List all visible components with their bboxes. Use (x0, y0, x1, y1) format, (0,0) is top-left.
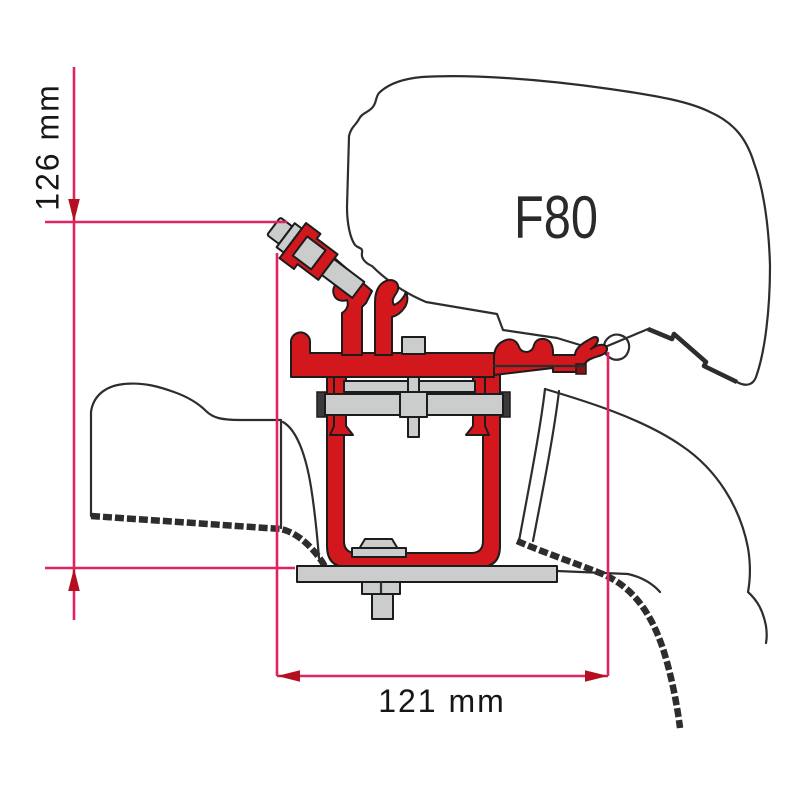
roof-bolt-clamp (266, 217, 366, 299)
awning-case-outline (345, 75, 772, 386)
rod-head (401, 336, 426, 355)
roof-cut-edge-left (90, 512, 330, 571)
arrow-up-icon (68, 568, 80, 591)
van-rear-curve (543, 387, 768, 645)
plate-bolt (361, 580, 401, 620)
rail-hook-finger (374, 279, 409, 356)
bottom-clamp-plate (351, 547, 407, 558)
dimension-horizontal-121mm: 121 mm (275, 253, 610, 719)
clamp-bushing (291, 235, 327, 271)
mounting-plate (296, 565, 558, 583)
awning-model-label: F80 (514, 184, 598, 251)
rear-pillar-cut-edge (515, 538, 684, 729)
awning-cut-edge (647, 326, 738, 385)
arrow-down-icon (68, 199, 80, 222)
arrow-right-icon (585, 670, 608, 682)
awning-case: F80 (345, 75, 772, 386)
dimension-horizontal-label: 121 mm (378, 683, 506, 719)
bracket-post (304, 246, 373, 356)
rod-nut (399, 391, 428, 418)
awning-gutter-hook (602, 333, 631, 361)
dimension-vertical-126mm: 126 mm (29, 67, 295, 620)
rail-right-section (493, 335, 609, 376)
van-roof-outline (89, 382, 768, 729)
bolt-shaft (320, 258, 366, 299)
adapter-bracket (266, 217, 609, 620)
plate-bolt-shaft (371, 593, 394, 620)
rail-end-cap (575, 363, 587, 375)
dimension-vertical-label: 126 mm (29, 83, 65, 211)
van-roof-rail-left (89, 382, 283, 530)
van-pillar-lines (517, 387, 547, 543)
arrow-left-icon (277, 670, 300, 682)
